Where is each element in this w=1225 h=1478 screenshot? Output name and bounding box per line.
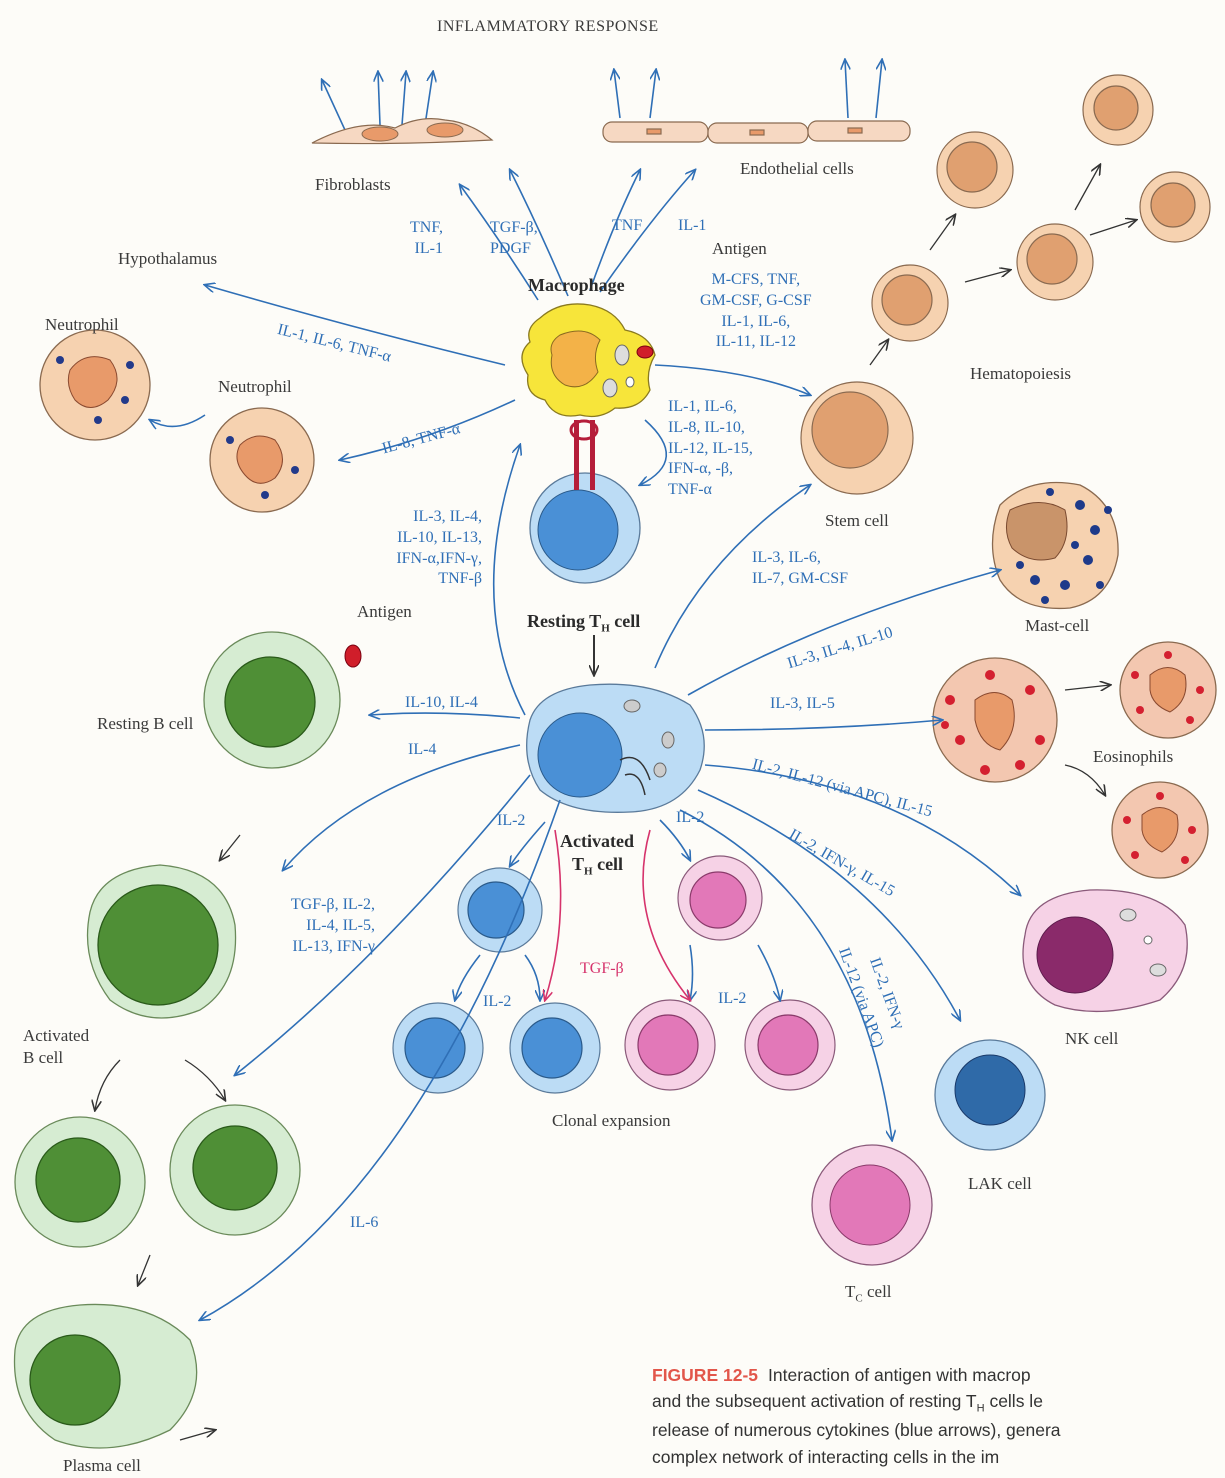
cytokine-label-endo-a: TNF (612, 217, 643, 234)
cytokine-label-eosinophil: IL-3, IL-5 (770, 695, 835, 712)
caption-line-2: and the subsequent activation of resting… (652, 1391, 1043, 1415)
stem-cell-label: Stem cell (825, 511, 889, 530)
resting-th-graphic (529, 419, 641, 584)
hematopoiesis-arrows (869, 165, 1136, 366)
resting-th-label: Resting TH cell (527, 611, 641, 635)
hematopoiesis-label: Hematopoiesis (970, 364, 1072, 383)
endothelial-label: Endothelial cells (740, 159, 854, 178)
lak-cell-graphic (934, 1039, 1046, 1151)
antigen-macrophage-label: Antigen (712, 239, 767, 258)
activated-th-graphic (526, 683, 705, 813)
caption-line-4: complex network of interacting cells in … (652, 1446, 1000, 1467)
cytokine-label-il4: IL-4 (408, 741, 437, 758)
b-cell-graphics (13, 631, 341, 1449)
cytokine-label-il2-bottom-left: IL-2 (483, 993, 512, 1010)
cytokine-arrows (150, 170, 1020, 1320)
eosinophil-arrows (1064, 685, 1110, 795)
caption-line-1: Interaction of antigen with macrop (768, 1365, 1031, 1385)
clonal-expansion-graphics (392, 855, 836, 1094)
cytokine-label-il2-left: IL-2 (497, 812, 526, 829)
cytokine-label-fibro-b: TGF-β,PDGF (490, 219, 538, 257)
neutrophil-label-2: Neutrophil (218, 377, 292, 396)
mast-cell-graphic (991, 481, 1119, 610)
fibroblasts-graphic (311, 118, 494, 145)
tc-cell-graphic (811, 1144, 933, 1266)
eosinophils-label: Eosinophils (1093, 747, 1174, 766)
macrophage-label: Macrophage (528, 275, 625, 295)
resting-b-label: Resting B cell (97, 714, 194, 733)
tc-cell-label: TC cell (845, 1282, 892, 1305)
plasma-cell-label: Plasma cell (63, 1456, 141, 1475)
nk-cell-graphic (1022, 889, 1188, 1013)
cytokine-label-il2-right: IL-2 (676, 809, 705, 826)
cytokine-label-endo-b: IL-1 (678, 217, 707, 234)
neutrophil-graphics (39, 329, 315, 513)
caption-line-3: release of numerous cytokines (blue arro… (652, 1420, 1061, 1441)
endothelial-graphic (602, 120, 911, 144)
antigen-on-b-cell (344, 644, 362, 668)
cytokine-label-fibro-a: TNF,IL-1 (410, 219, 443, 257)
cytokine-label-to-stem: IL-3, IL-6,IL-7, GM-CSF (752, 549, 849, 587)
inflammatory-arrows (322, 60, 882, 131)
lak-cell-label: LAK cell (968, 1174, 1032, 1193)
cytokine-label-il6: IL-6 (350, 1214, 379, 1231)
eosinophil-graphics (932, 641, 1217, 879)
tgf-beta-arrows (545, 829, 690, 1000)
cytokine-label-th-feedback: IL-1, IL-6,IL-8, IL-10,IL-12, IL-15,IFN-… (668, 398, 753, 499)
antigen-b-label: Antigen (357, 602, 412, 621)
cytokine-label-activated-b: TGF-β, IL-2,IL-4, IL-5,IL-13, IFN-γ (290, 896, 375, 955)
cytokine-label-il2-bottom-right: IL-2 (718, 990, 747, 1007)
clonal-expansion-label: Clonal expansion (552, 1111, 671, 1130)
figure-caption: FIGURE 12-5 Interaction of antigen with m… (652, 1362, 1225, 1470)
cytokine-label-to-macrophage: IL-3, IL-4,IL-10, IL-13,IFN-α,IFN-γ,TNF-… (396, 508, 482, 588)
figure-number: FIGURE 12-5 (652, 1365, 758, 1385)
macrophage-graphic (521, 303, 656, 418)
mast-cell-label: Mast-cell (1025, 616, 1090, 635)
hypothalamus-label: Hypothalamus (118, 249, 218, 268)
inflammatory-response-title: INFLAMMATORY RESPONSE (437, 18, 659, 35)
tgf-beta-label: TGF-β (580, 960, 624, 977)
b-cell-arrows (95, 834, 241, 1441)
stem-and-hematopoiesis-graphics (800, 74, 1211, 495)
cytokine-label-resting-b: IL-10, IL-4 (405, 694, 478, 711)
fibroblasts-label: Fibroblasts (315, 175, 391, 194)
nk-cell-label: NK cell (1065, 1029, 1119, 1048)
neutrophil-label-1: Neutrophil (45, 315, 119, 334)
